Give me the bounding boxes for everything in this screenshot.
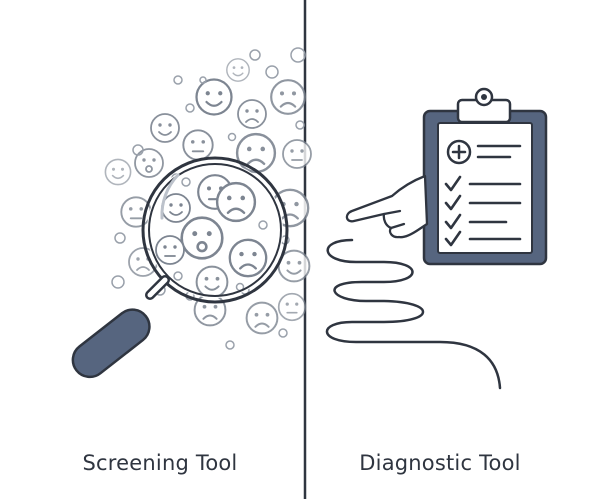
emoji-faces-cluster <box>104 47 312 350</box>
bubble-dot <box>185 103 195 113</box>
emoji-face-icon <box>237 99 267 129</box>
bubble-dot <box>278 328 288 338</box>
bubble-dot <box>258 220 268 230</box>
bubble-dot <box>181 177 191 187</box>
checkmark-icon <box>444 194 462 211</box>
emoji-face-icon <box>128 247 158 277</box>
emoji-face-icon <box>182 129 214 161</box>
checkmark-icon <box>444 230 462 247</box>
emoji-face-icon <box>195 78 233 116</box>
pointing-hand-icon <box>345 174 429 239</box>
bubble-dot <box>225 340 235 350</box>
emoji-face-icon <box>226 58 250 82</box>
emoji-face-icon <box>215 181 257 223</box>
checkmark-icon <box>444 175 462 192</box>
clipboard-icon <box>422 87 548 266</box>
bubble-dot <box>295 120 305 130</box>
emoji-face-icon <box>134 148 164 178</box>
emoji-face-icon <box>195 265 229 297</box>
emoji-face-icon <box>155 235 185 265</box>
emoji-face-icon <box>235 132 277 174</box>
wavy-path-line <box>325 238 502 390</box>
bubble-dot <box>265 65 279 79</box>
plus-circle-icon <box>446 139 472 165</box>
emoji-face-icon <box>277 249 311 283</box>
emoji-face-icon <box>270 79 306 115</box>
bubble-dot <box>173 75 183 85</box>
emoji-face-icon <box>228 238 268 278</box>
checkmark-icon <box>444 213 462 230</box>
emoji-face-icon <box>150 113 180 143</box>
bubble-dot <box>111 275 125 289</box>
caption-screening-tool: Screening Tool <box>82 451 238 475</box>
emoji-face-icon <box>282 139 312 169</box>
emoji-face-icon <box>104 158 132 186</box>
checklist <box>444 175 522 247</box>
bubble-dot <box>114 232 126 244</box>
bubble-dot <box>227 132 237 142</box>
bubble-dot <box>173 271 183 281</box>
caption-diagnostic-tool: Diagnostic Tool <box>359 451 521 475</box>
bubble-dot <box>290 47 306 63</box>
emoji-face-icon <box>245 301 279 335</box>
emoji-face-icon <box>180 216 224 260</box>
emoji-face-icon <box>161 193 191 223</box>
bubble-dot <box>132 144 144 156</box>
bubble-dot <box>249 49 261 61</box>
emoji-face-icon <box>270 188 310 228</box>
emoji-face-icon <box>277 292 307 322</box>
emoji-face-icon <box>120 196 152 228</box>
emoji-face-icon <box>193 293 227 327</box>
bubble-dot <box>199 76 207 84</box>
magnifying-glass-icon <box>71 156 289 379</box>
